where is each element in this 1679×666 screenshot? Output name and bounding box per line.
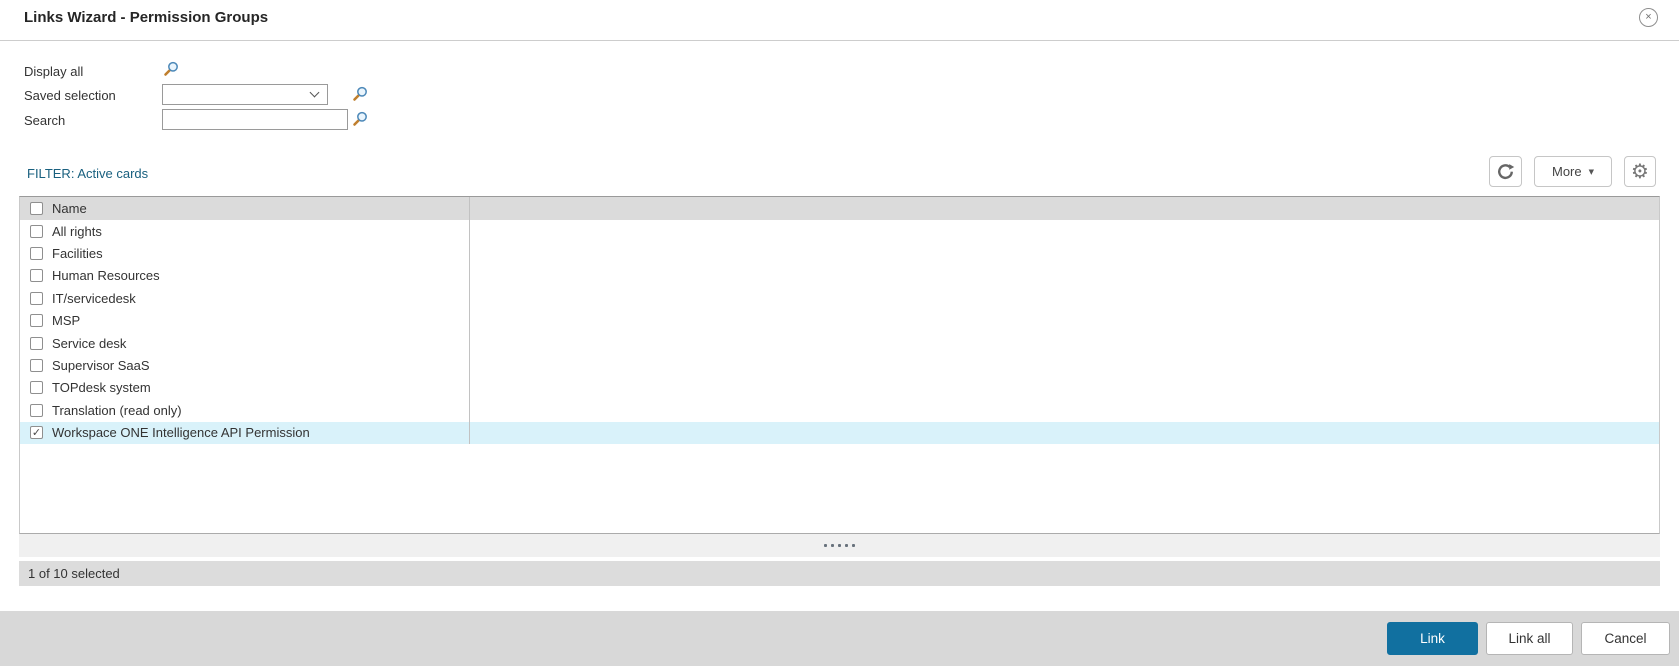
row-name: TOPdesk system: [52, 380, 151, 396]
name-column-header[interactable]: Name: [52, 201, 87, 216]
column-divider: [469, 331, 470, 355]
cancel-button[interactable]: Cancel: [1581, 622, 1670, 655]
row-name: MSP: [52, 313, 81, 329]
refresh-button[interactable]: [1489, 156, 1522, 187]
search-label: Search: [24, 113, 66, 128]
saved-selection-select[interactable]: [162, 84, 328, 105]
row-name: Facilities: [52, 246, 103, 262]
row-checkbox[interactable]: [30, 381, 43, 395]
row-name: Translation (read only): [52, 402, 182, 418]
more-button[interactable]: More ▼: [1534, 156, 1612, 187]
page-title: Links Wizard - Permission Groups: [24, 9, 269, 26]
column-divider: [469, 376, 470, 400]
search-magnifier-icon[interactable]: [352, 111, 368, 127]
column-divider: [469, 421, 470, 444]
splitter-strip: [19, 534, 1660, 557]
row-name: Workspace ONE Intelligence API Permissio…: [52, 425, 310, 441]
display-all-label: Display all: [24, 64, 84, 79]
column-divider: [469, 242, 470, 265]
link-button[interactable]: Link: [1387, 622, 1478, 655]
close-icon[interactable]: ×: [1639, 8, 1658, 27]
column-divider: [469, 309, 470, 332]
saved-selection-label: Saved selection: [24, 88, 116, 103]
link-all-button[interactable]: Link all: [1486, 622, 1573, 655]
row-checkbox[interactable]: [30, 247, 43, 261]
status-bar: 1 of 10 selected: [19, 561, 1660, 586]
row-name: All rights: [52, 223, 102, 239]
settings-button[interactable]: ⚙: [1624, 156, 1656, 187]
refresh-icon: [1498, 164, 1515, 180]
table-row[interactable]: Translation (read only): [20, 399, 1659, 422]
row-checkbox[interactable]: [30, 314, 43, 328]
table-row[interactable]: Service desk: [20, 331, 1659, 355]
row-checkbox-checked[interactable]: ✓: [30, 426, 43, 440]
display-all-magnifier-icon[interactable]: [163, 61, 179, 77]
search-input[interactable]: [162, 109, 348, 130]
more-button-label: More: [1551, 164, 1582, 179]
table-header-row: Name: [20, 197, 1659, 220]
row-name: Human Resources: [52, 268, 160, 284]
row-checkbox[interactable]: [30, 336, 43, 350]
column-divider: [469, 264, 470, 288]
row-name: Supervisor SaaS: [52, 358, 150, 374]
gear-icon: ⚙: [1631, 158, 1649, 183]
caret-down-icon: ▼: [1588, 168, 1594, 176]
splitter-handle-icon[interactable]: [824, 544, 855, 547]
row-name: Service desk: [52, 335, 127, 351]
table-row[interactable]: Human Resources: [20, 264, 1659, 288]
title-bar: Links Wizard - Permission Groups ×: [0, 0, 1679, 41]
saved-selection-magnifier-icon[interactable]: [352, 86, 368, 102]
table-row[interactable]: Supervisor SaaS: [20, 354, 1659, 377]
table-row[interactable]: IT/servicedesk: [20, 287, 1659, 310]
column-divider: [469, 197, 470, 220]
filter-link[interactable]: FILTER: Active cards: [27, 166, 149, 181]
row-name: IT/servicedesk: [52, 290, 136, 306]
table-row[interactable]: All rights: [20, 220, 1659, 243]
select-all-checkbox[interactable]: [30, 202, 43, 215]
close-x-glyph: ×: [1645, 11, 1652, 23]
row-checkbox[interactable]: [30, 224, 43, 238]
column-divider: [469, 399, 470, 422]
table-row[interactable]: MSP: [20, 309, 1659, 332]
table-row[interactable]: ✓ Workspace ONE Intelligence API Permissi…: [20, 421, 1659, 444]
row-checkbox[interactable]: [30, 291, 43, 305]
row-checkbox[interactable]: [30, 269, 43, 283]
row-checkbox[interactable]: [30, 359, 43, 373]
selection-count: 1 of 10 selected: [28, 566, 120, 581]
table-row[interactable]: Facilities: [20, 242, 1659, 265]
footer-bar: Link Link all Cancel: [0, 611, 1679, 666]
column-divider: [469, 354, 470, 377]
column-divider: [469, 220, 470, 243]
chevron-down-icon: [309, 87, 320, 98]
column-divider: [469, 287, 470, 310]
row-checkbox[interactable]: [30, 403, 43, 417]
table-row[interactable]: TOPdesk system: [20, 376, 1659, 400]
